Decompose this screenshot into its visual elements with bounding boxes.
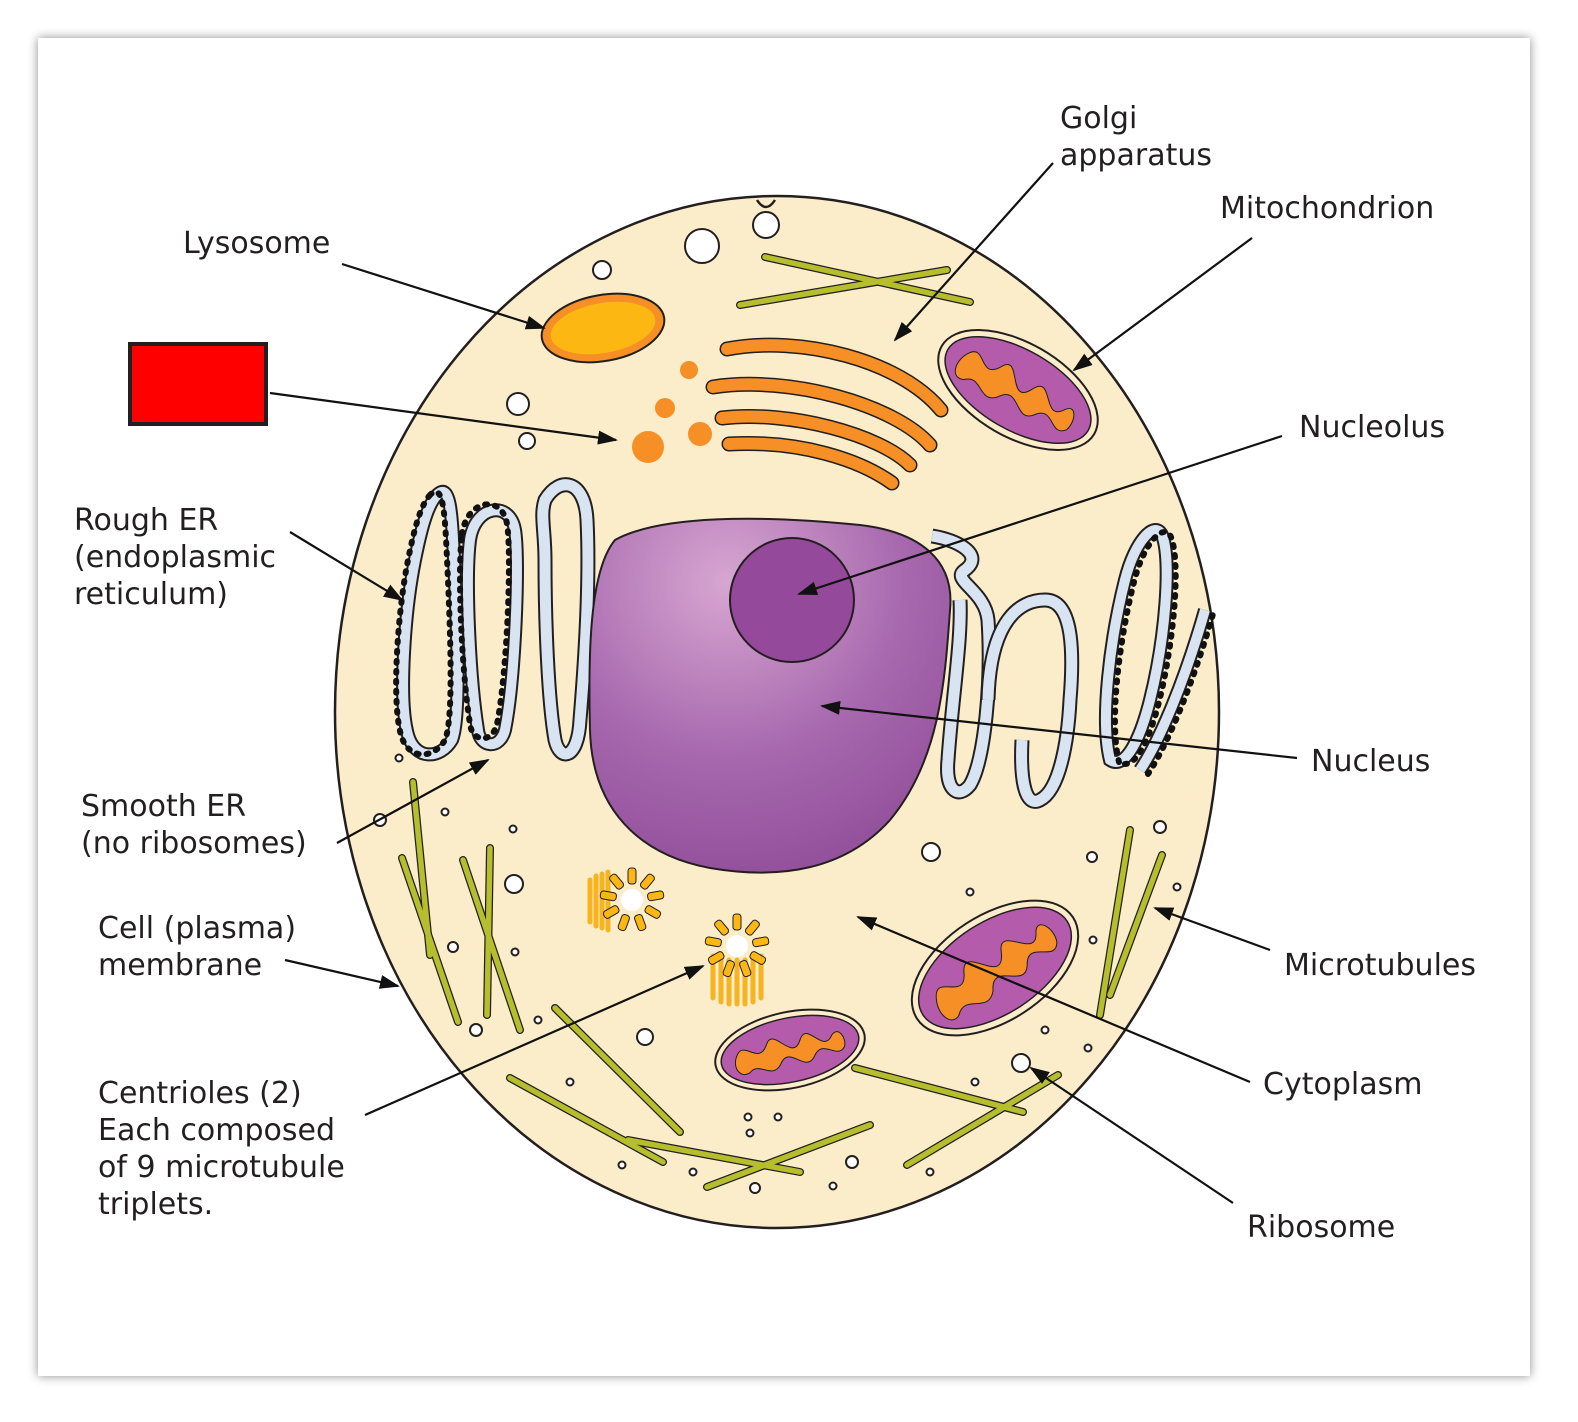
label-rough-er-line-1: Rough ER — [74, 503, 218, 538]
leader-lysosome — [341, 262, 546, 330]
hidden-label-box — [128, 342, 268, 426]
label-centrioles-line-1: Centrioles (2) — [98, 1076, 302, 1111]
label-ribosome-line-1: Ribosome — [1247, 1210, 1395, 1245]
label-smooth-er-line-2: (no ribosomes) — [81, 826, 307, 861]
leader-cytoplasm — [856, 915, 1251, 1084]
label-mitochondrion-line-1: Mitochondrion — [1220, 191, 1434, 226]
label-rough-er-line-2: (endoplasmic — [74, 540, 276, 575]
label-cell-membrane: Cell (plasma) membrane — [98, 911, 306, 983]
label-cell-membrane-line-1: Cell (plasma) — [98, 911, 296, 946]
label-centrioles-line-4: triplets. — [98, 1187, 213, 1222]
nucleolus — [729, 537, 855, 663]
smooth-er-right — [930, 528, 1080, 809]
golgi-vesicle-group — [632, 361, 712, 463]
mitochondrion-bottom — [714, 1008, 866, 1092]
label-cytoplasm: Cytoplasm — [1263, 1067, 1422, 1102]
label-centrioles-line-3: of 9 microtubule — [98, 1150, 345, 1185]
label-nucleolus-line-1: Nucleolus — [1299, 410, 1445, 445]
leader-cell-membrane — [284, 958, 400, 989]
label-smooth-er: Smooth ER (no ribosomes) — [81, 789, 307, 861]
label-microtubules-line-1: Microtubules — [1284, 948, 1476, 983]
golgi-apparatus — [705, 337, 949, 491]
label-microtubules: Microtubules — [1284, 948, 1476, 983]
label-golgi-line-2: apparatus — [1060, 138, 1212, 173]
label-cell-membrane-line-2: membrane — [98, 948, 262, 983]
leader-centrioles — [364, 964, 705, 1117]
leader-golgi — [893, 162, 1054, 342]
label-rough-er-line-3: reticulum) — [74, 577, 228, 612]
leader-smooth-er — [336, 759, 490, 844]
rough-er-right — [1098, 523, 1216, 777]
leader-line-group — [269, 162, 1298, 1204]
label-golgi: Golgi apparatus — [1060, 101, 1212, 173]
label-nucleus: Nucleus — [1311, 744, 1430, 779]
leader-hidden-box — [269, 391, 618, 445]
nucleus — [588, 517, 952, 874]
rough-er-left — [393, 484, 524, 762]
label-nucleolus: Nucleolus — [1299, 410, 1445, 445]
smooth-er-left — [535, 477, 596, 762]
label-smooth-er-line-1: Smooth ER — [81, 789, 246, 824]
label-lysosome-line-1: Lysosome — [183, 226, 330, 261]
label-golgi-line-1: Golgi — [1060, 101, 1137, 136]
label-centrioles-line-2: Each composed — [98, 1113, 335, 1148]
mitochondrion-top — [937, 329, 1099, 451]
leader-mitochondrion — [1072, 237, 1253, 372]
cell-membrane-indent — [755, 199, 777, 209]
centriole-2 — [704, 913, 770, 1007]
leader-ribosome — [1029, 1066, 1234, 1204]
leader-microtubules — [1153, 906, 1271, 952]
leader-nucleolus — [797, 434, 1283, 596]
leader-nucleus — [820, 701, 1298, 760]
label-nucleus-line-1: Nucleus — [1311, 744, 1430, 779]
label-ribosome: Ribosome — [1247, 1210, 1395, 1245]
lysosome-inner — [550, 301, 656, 355]
label-mitochondrion: Mitochondrion — [1220, 191, 1434, 226]
label-cytoplasm-line-1: Cytoplasm — [1263, 1067, 1422, 1102]
vesicle-group — [373, 211, 1182, 1194]
label-rough-er: Rough ER (endoplasmic reticulum) — [74, 503, 286, 612]
label-centrioles: Centrioles (2) Each composed of 9 microt… — [98, 1076, 354, 1222]
leader-rough-er — [289, 531, 404, 602]
mitochondrion-right — [910, 899, 1080, 1037]
centriole-1 — [587, 867, 665, 933]
label-lysosome: Lysosome — [183, 226, 330, 261]
